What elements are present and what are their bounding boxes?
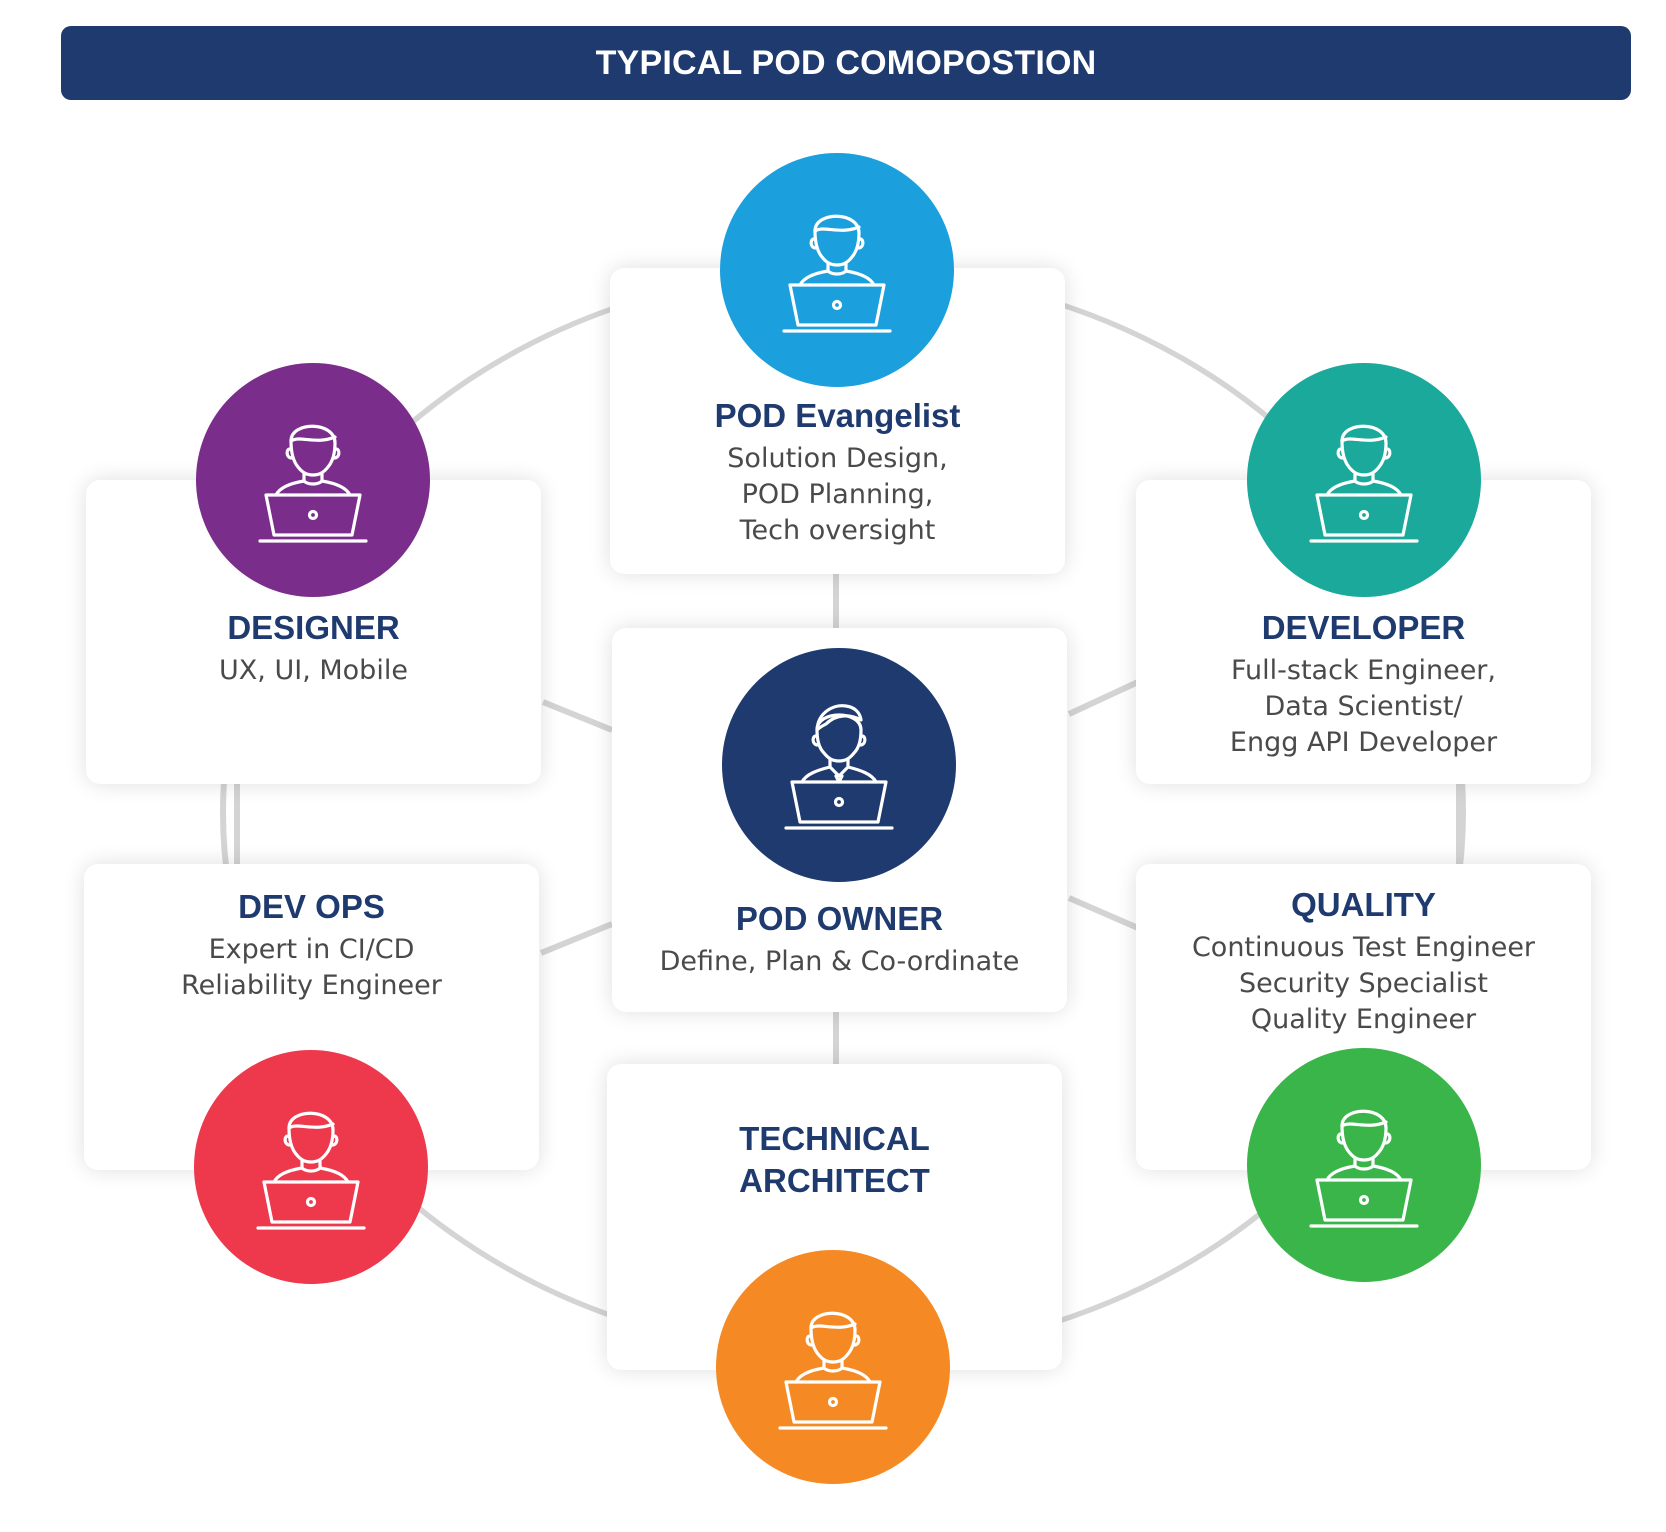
avatar-devops [194,1050,428,1284]
role-desc-developer: Full-stack Engineer, Data Scientist/ Eng… [1229,655,1498,758]
role-desc-devops: Expert in CI/CD Reliability Engineer [181,934,442,1001]
person-laptop-icon [778,1311,888,1430]
connector-developer-owner [1067,679,1140,717]
person-laptop-icon [1309,424,1419,543]
role-desc-owner: Define, Plan & Co-ordinate [659,946,1020,977]
card-quality: QUALITY Continuous Test Engineer Securit… [1136,864,1591,1170]
role-desc-evangelist: Solution Design, POD Planning, Tech over… [727,443,948,546]
role-title-devops: DEV OPS [238,888,385,925]
avatar-architect [716,1250,950,1484]
connector-devops-owner [539,921,614,956]
title-banner: TYPICAL POD COMOPOSTION [61,26,1631,100]
avatar-owner [722,648,956,882]
avatar-designer [196,363,430,597]
avatar-developer [1247,363,1481,597]
person-laptop-icon [258,424,368,543]
role-title-owner: POD OWNER [735,900,944,937]
person-laptop-icon [256,1111,366,1230]
connector-designer-owner [541,699,614,733]
role-title-architect: TECHNICAL ARCHITECT [739,1120,930,1199]
person-tie-laptop-icon [784,704,894,830]
role-title-evangelist: POD Evangelist [714,397,961,434]
person-laptop-icon [1309,1109,1419,1228]
role-title-quality: QUALITY [1291,886,1436,923]
role-title-developer: DEVELOPER [1261,609,1466,646]
role-title-designer: DESIGNER [227,609,400,646]
avatar-quality [1247,1048,1481,1282]
page-title: TYPICAL POD COMOPOSTION [595,43,1097,82]
avatar-evangelist [720,153,954,387]
connector-quality-owner [1067,895,1140,931]
person-laptop-icon [782,214,892,333]
card-evangelist: POD Evangelist Solution Design, POD Plan… [610,268,1065,574]
role-desc-quality: Continuous Test Engineer Security Specia… [1191,932,1536,1035]
role-desc-designer: UX, UI, Mobile [219,655,408,686]
